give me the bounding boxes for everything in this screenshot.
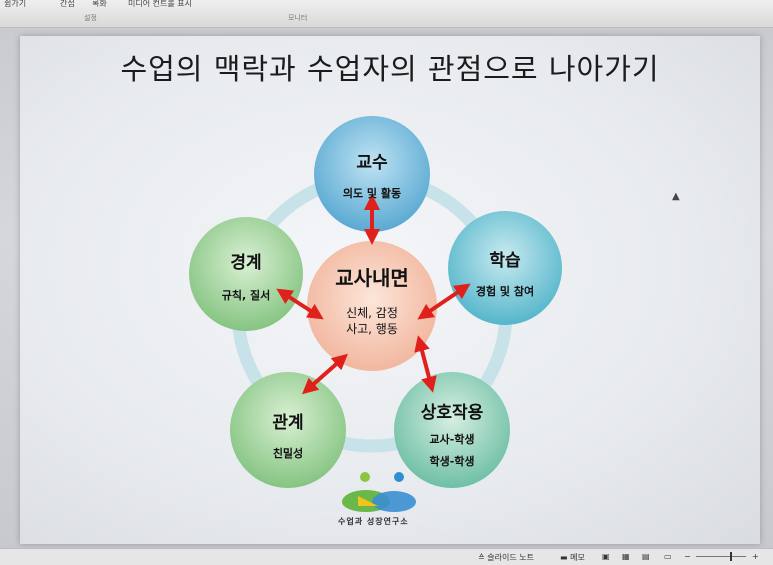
- mouse-cursor-icon: ▲: [672, 191, 680, 202]
- node-bottom-left-sub: 친밀성: [272, 447, 304, 460]
- node-bottom-right-circle[interactable]: [394, 372, 510, 488]
- slideshow-icon[interactable]: ▭: [664, 552, 672, 561]
- notes-label: 슬라이드 노트: [487, 553, 534, 562]
- arrow-left: [276, 288, 324, 320]
- center-node: 교사내면 신체, 감정 사고, 행동: [312, 262, 432, 337]
- comments-button[interactable]: ▬ 메모: [560, 552, 585, 563]
- node-left-circle[interactable]: [189, 217, 303, 331]
- center-sub-line1: 신체, 감정: [346, 306, 398, 320]
- node-bottom-left-title: 관계: [272, 413, 304, 433]
- center-title: 교사내면: [335, 266, 409, 290]
- node-bottom-left-circle[interactable]: [230, 372, 346, 488]
- node-left: 경계 규칙, 질서: [196, 248, 296, 303]
- slide-area: 수업의 맥락과 수업자의 관점으로 나아가기: [0, 28, 773, 548]
- logo-icon: [342, 472, 416, 512]
- node-bottom-right-sub1: 교사-학생: [429, 433, 475, 446]
- comment-icon: ▬: [560, 553, 568, 562]
- slide-sorter-icon[interactable]: ▦: [622, 552, 630, 561]
- ribbon: 쉼가기 간접 록화 미디어 컨트롤 표시 설정 모니터: [0, 0, 773, 28]
- node-top-sub: 의도 및 활동: [342, 187, 402, 200]
- zoom-slider[interactable]: [696, 556, 746, 557]
- ribbon-group-label: 모니터: [288, 14, 308, 22]
- zoom-slider-handle[interactable]: [730, 552, 732, 561]
- menu-item-media-controls[interactable]: 미디어 컨트롤 표시: [128, 0, 192, 8]
- notes-button[interactable]: ≙ 슬라이드 노트: [478, 552, 534, 563]
- notes-icon: ≙: [478, 553, 485, 562]
- arrow-bottom-right: [414, 335, 437, 393]
- node-right: 학습 경험 및 참여: [455, 246, 555, 299]
- node-bottom-right: 상호작용 교사-학생 학생-학생: [402, 398, 502, 469]
- center-circle[interactable]: [307, 241, 437, 371]
- cycle-diagram: [189, 116, 562, 512]
- node-bottom-left: 관계 친밀성: [238, 408, 338, 461]
- status-bar: ≙ 슬라이드 노트 ▬ 메모 ▣ ▦ ▤ ▭ − +: [0, 548, 773, 565]
- center-sub-line2: 사고, 행동: [346, 322, 398, 336]
- zoom-out-icon[interactable]: −: [684, 552, 691, 561]
- node-left-sub: 규칙, 질서: [221, 289, 271, 302]
- node-top-circle[interactable]: [314, 116, 430, 232]
- node-top: 교수 의도 및 활동: [322, 148, 422, 201]
- node-right-sub: 경험 및 참여: [475, 285, 535, 298]
- node-right-circle[interactable]: [448, 211, 562, 325]
- ribbon-group-label: 설정: [84, 14, 97, 22]
- arrow-bottom-left: [302, 353, 348, 395]
- menu-item[interactable]: 록화: [92, 0, 107, 8]
- node-left-title: 경계: [230, 253, 262, 273]
- zoom-in-icon[interactable]: +: [752, 552, 759, 561]
- arrow-right: [417, 283, 471, 320]
- node-bottom-right-title: 상호작용: [420, 403, 484, 423]
- slide-canvas[interactable]: 수업의 맥락과 수업자의 관점으로 나아가기: [20, 36, 760, 544]
- menu-item[interactable]: 쉼가기: [4, 0, 27, 8]
- node-bottom-right-sub2: 학생-학생: [429, 455, 475, 468]
- comments-label: 메모: [570, 553, 585, 562]
- reading-view-icon[interactable]: ▤: [642, 552, 650, 561]
- slide-title: 수업의 맥락과 수업자의 관점으로 나아가기: [120, 52, 660, 86]
- node-right-title: 학습: [489, 251, 521, 271]
- logo-text: 수업과 성장연구소: [338, 517, 409, 526]
- normal-view-icon[interactable]: ▣: [602, 552, 610, 561]
- node-top-title: 교수: [356, 153, 388, 173]
- menu-item[interactable]: 간접: [60, 0, 75, 8]
